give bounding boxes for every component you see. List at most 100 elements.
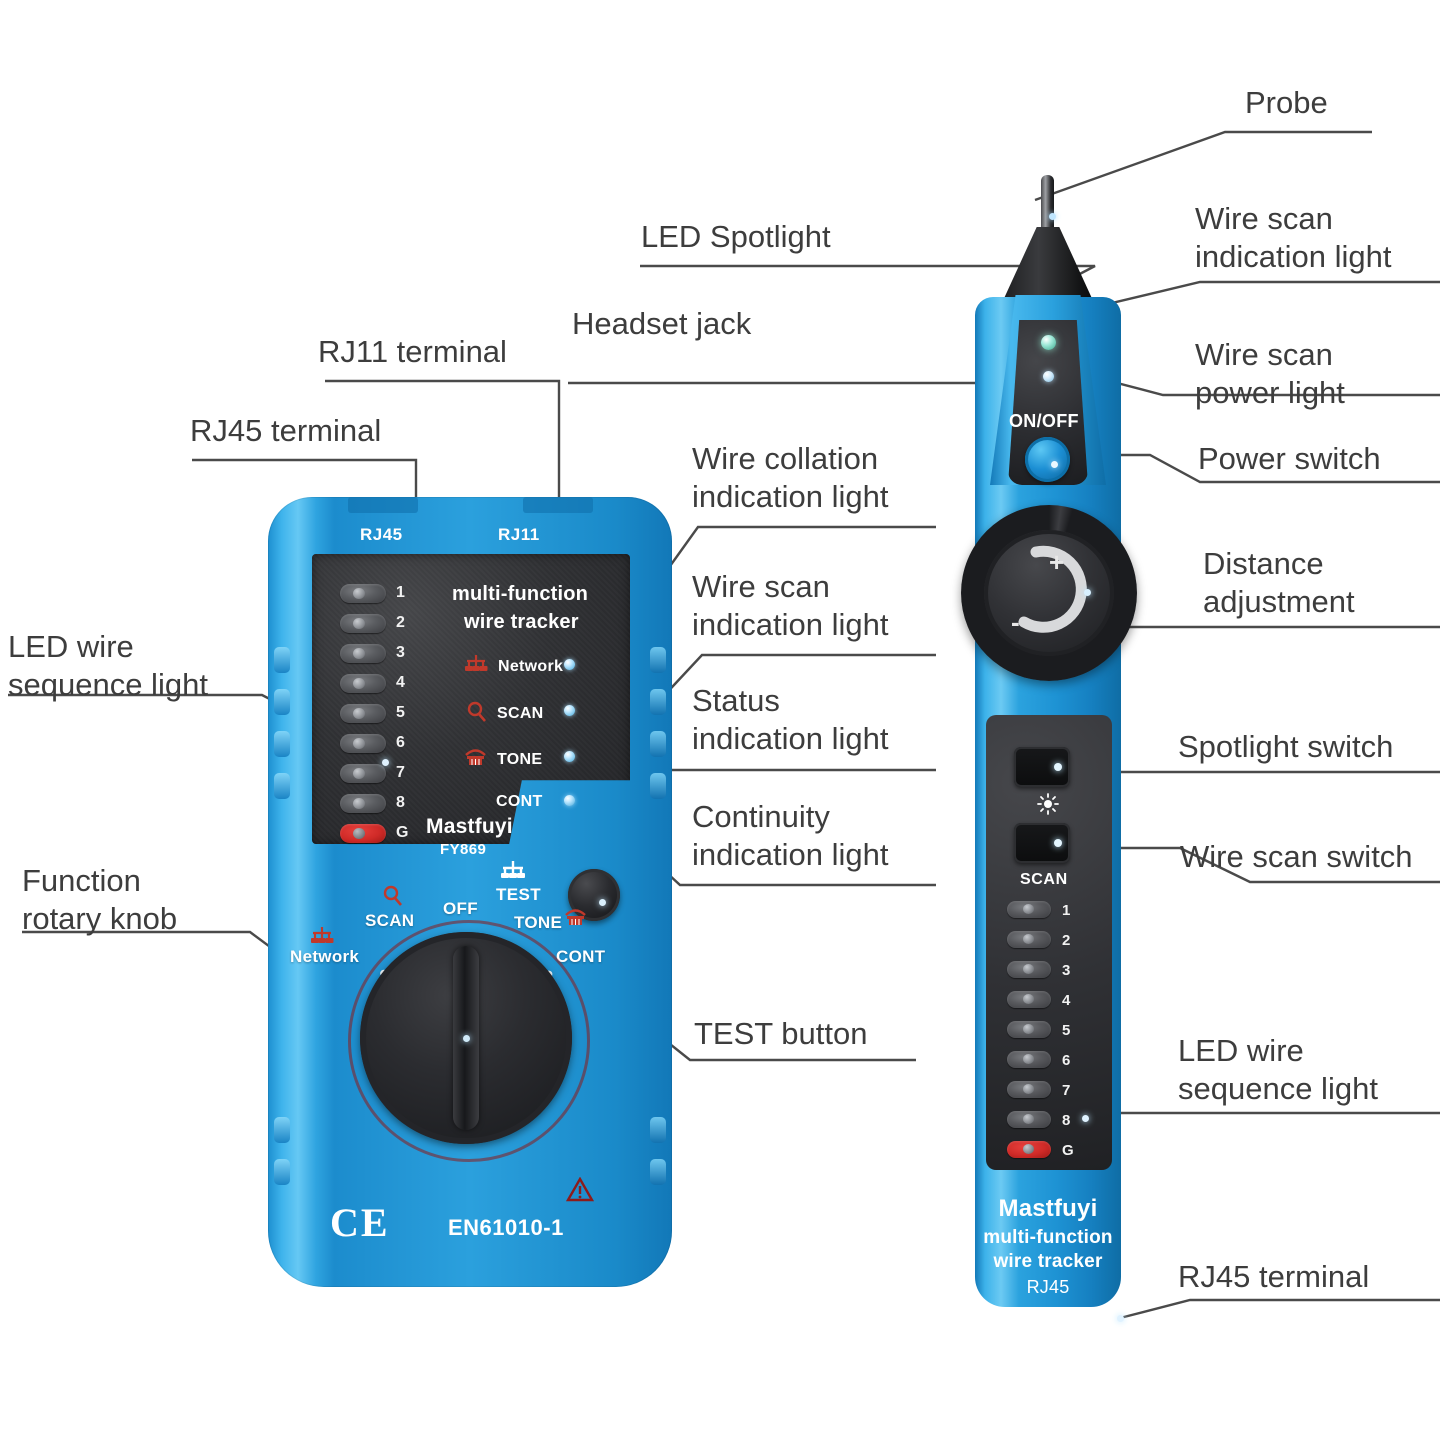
magnifier-icon [466, 701, 487, 727]
callout-led-wire-sequence-light-probe: LED wire sequence light [1178, 1033, 1378, 1106]
led-ground-pill [1007, 1141, 1051, 1158]
led-wire-pill [1007, 901, 1051, 918]
top-notch-right [523, 497, 593, 513]
mode-row-network: Network [464, 655, 563, 678]
led-wire-pill [1007, 931, 1051, 948]
face-title-line1: multi-function [452, 583, 589, 605]
wire-scan-indication-led [1041, 335, 1056, 350]
dial-label-network: Network [290, 947, 360, 966]
led-number: 4 [396, 674, 405, 691]
led-number: 5 [396, 704, 405, 721]
led-number: 8 [1062, 1112, 1071, 1129]
callout-wire-scan-switch: Wire scan switch [1180, 839, 1413, 874]
callout-function-rotary-knob: Function rotary knob [22, 863, 178, 936]
network-icon [310, 927, 334, 950]
dial-label-tone: TONE [514, 913, 563, 932]
function-rotary-knob[interactable] [360, 932, 572, 1144]
main-tester-unit[interactable]: RJ45 RJ11 1 2 3 4 5 6 7 8 G multi-functi… [268, 497, 672, 1287]
probe-line4: RJ45 [1026, 1277, 1070, 1297]
led-number: 5 [1062, 1022, 1071, 1039]
callout-led-wire-sequence-light-main: LED wire sequence light [8, 629, 208, 702]
network-icon [500, 861, 526, 886]
led-number: 6 [396, 734, 405, 751]
telephone-icon [464, 747, 487, 772]
probe-unit[interactable]: ON/OFF + - SCAN [912, 175, 1182, 1325]
dial-minus-label: - [1011, 607, 1020, 637]
led-wire-pill [340, 764, 386, 783]
ce-mark: CE [330, 1200, 390, 1245]
callout-wire-scan-indication-light-probe: Wire scan indication light [1195, 201, 1392, 274]
led-number: 3 [396, 644, 405, 661]
led-wire-pill [340, 704, 386, 723]
network-icon [464, 655, 488, 678]
probe-nose-cone [1001, 227, 1095, 305]
led-wire-pill [340, 734, 386, 753]
mode-label-network: Network [498, 657, 564, 675]
led-wire-pill [340, 794, 386, 813]
standard-label: EN61010-1 [448, 1215, 564, 1240]
distance-adjustment-dial[interactable]: + - [961, 505, 1137, 681]
warning-triangle-icon [565, 1176, 595, 1207]
dial-label-off: OFF [443, 899, 478, 918]
led-wire-pill [340, 584, 386, 603]
test-button[interactable] [568, 869, 620, 921]
dial-plus-label: + [1049, 547, 1065, 577]
callout-anchor-dot [463, 1035, 470, 1042]
led-number: 6 [1062, 1052, 1071, 1069]
led-number: G [396, 824, 409, 841]
grip-rib [274, 689, 290, 715]
scan-label: SCAN [1020, 871, 1068, 888]
mode-label-tone: TONE [497, 750, 543, 768]
grip-rib [650, 1159, 666, 1185]
dial-label-scan: SCAN [365, 911, 415, 930]
callout-anchor-dot [1117, 1315, 1124, 1322]
led-number: 2 [1062, 932, 1071, 949]
led-number: 7 [396, 764, 405, 781]
power-switch-button[interactable] [1025, 437, 1070, 482]
dial-label-cont: CONT [556, 947, 606, 966]
callout-rj11-terminal: RJ11 terminal [318, 334, 507, 369]
probe-line3: wire tracker [993, 1251, 1103, 1272]
callout-rj45-terminal-probe: RJ45 terminal [1178, 1259, 1370, 1294]
callout-rj45-terminal-main: RJ45 terminal [190, 413, 382, 448]
callout-test-button: TEST button [694, 1016, 868, 1051]
main-unit-knob-zone: TEST Network SCAN OFF T [268, 847, 672, 1287]
onoff-label: ON/OFF [1009, 411, 1079, 431]
callout-power-switch: Power switch [1198, 441, 1381, 476]
status-led-cont [564, 795, 575, 806]
probe-line2: multi-function [983, 1227, 1113, 1248]
led-wire-pill [1007, 1051, 1051, 1068]
mode-row-tone: TONE [464, 747, 542, 772]
main-unit-model: FY869 [440, 841, 487, 858]
led-number: 2 [396, 614, 405, 631]
test-button-label: TEST [496, 885, 542, 904]
callout-anchor-dot [1082, 1115, 1089, 1122]
grip-rib [650, 689, 666, 715]
rj11-port-label: RJ11 [498, 525, 540, 544]
sun-icon [1037, 793, 1059, 815]
mode-label-scan: SCAN [497, 705, 544, 722]
led-number: 7 [1062, 1082, 1071, 1099]
callout-wire-scan-power-light: Wire scan power light [1195, 337, 1345, 410]
status-led-network [564, 659, 575, 670]
wire-scan-switch[interactable] [1014, 823, 1070, 863]
spotlight-switch[interactable] [1014, 747, 1070, 787]
led-wire-pill [1007, 991, 1051, 1008]
led-ground-pill [340, 824, 386, 843]
led-wire-pill [340, 614, 386, 633]
callout-headset-jack: Headset jack [572, 306, 752, 341]
led-number: 1 [1062, 902, 1071, 919]
grip-rib [650, 773, 666, 799]
wire-scan-power-led [1043, 371, 1054, 382]
callout-continuity-indication-light: Continuity indication light [692, 799, 889, 872]
telephone-icon [564, 907, 587, 932]
main-unit-brand: Mastfuyi [426, 815, 513, 838]
callout-anchor-dot [1084, 589, 1091, 596]
callout-led-spotlight: LED Spotlight [641, 219, 831, 254]
led-number: 1 [396, 584, 405, 601]
mode-label-cont: CONT [496, 793, 543, 810]
mode-row-scan: SCAN [466, 701, 544, 727]
face-title-line2: wire tracker [464, 611, 579, 633]
status-led-tone [564, 751, 575, 762]
